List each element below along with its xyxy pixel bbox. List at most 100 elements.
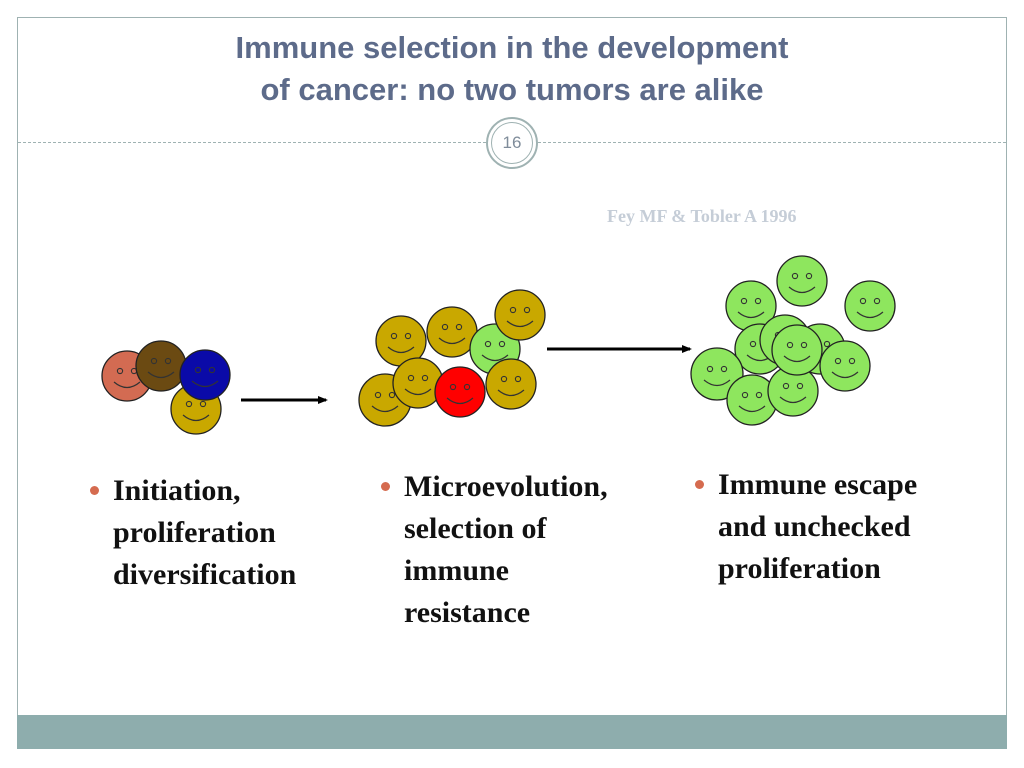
cell-eye <box>754 297 762 305</box>
cell-body <box>776 255 828 307</box>
cell-eye <box>848 357 856 365</box>
cell-smile <box>831 371 859 379</box>
cell-eye <box>390 332 398 340</box>
cell-smile <box>497 389 525 397</box>
smiley-cell-green <box>819 340 871 392</box>
smiley-cell-olive <box>426 306 478 358</box>
cell-eye <box>791 272 799 280</box>
smiley-cell-green <box>725 280 777 332</box>
bullet-text: Immune escape and unchecked proliferatio… <box>718 468 918 585</box>
bullet-dot <box>90 486 99 495</box>
cell-eye <box>150 357 158 365</box>
cell-eye <box>449 383 457 391</box>
cell-smile <box>446 397 474 405</box>
slide-title: Immune selection in the development of c… <box>17 27 1007 111</box>
cell-body <box>819 340 871 392</box>
cell-body <box>771 324 823 376</box>
cell-smile <box>481 354 509 362</box>
slide-number-badge: 16 <box>486 117 538 169</box>
cell-smile <box>703 379 731 387</box>
cell-eye <box>116 367 124 375</box>
smiley-cell-red <box>434 366 486 418</box>
cell-eye <box>800 341 808 349</box>
cell-eye <box>823 340 831 348</box>
cell-body <box>844 280 896 332</box>
cell-eye <box>407 374 415 382</box>
cell-eye <box>199 400 207 408</box>
slide-number: 16 <box>491 122 533 164</box>
bullet-initiation: Initiation, proliferation diversificatio… <box>90 470 296 596</box>
cell-eye <box>514 375 522 383</box>
cell-eye <box>463 383 471 391</box>
cell-eye <box>782 382 790 390</box>
bullet-microevolution: Microevolution, selection of immune resi… <box>381 466 608 634</box>
cell-eye <box>404 332 412 340</box>
bullet-text: Initiation, proliferation diversificatio… <box>113 474 297 591</box>
cell-eye <box>455 323 463 331</box>
cell-eye <box>441 323 449 331</box>
cell-smile <box>506 320 534 328</box>
bullet-escape: Immune escape and unchecked proliferatio… <box>695 464 917 590</box>
cell-eye <box>859 297 867 305</box>
cell-eye <box>786 341 794 349</box>
cell-eye <box>509 306 517 314</box>
cell-smile <box>737 311 765 319</box>
cell-eye <box>484 340 492 348</box>
cell-body <box>485 358 537 410</box>
cell-eye <box>388 391 396 399</box>
cell-eye <box>706 365 714 373</box>
cell-eye <box>755 391 763 399</box>
cell-eye <box>523 306 531 314</box>
cell-smile <box>387 346 415 354</box>
cell-smile <box>371 405 399 413</box>
cell-body <box>494 289 546 341</box>
footer-bar <box>17 715 1007 749</box>
cell-eye <box>498 340 506 348</box>
cell-eye <box>500 375 508 383</box>
cell-eye <box>873 297 881 305</box>
cell-group-escape <box>690 255 896 426</box>
smiley-cell-green <box>844 280 896 332</box>
cell-body <box>135 340 187 392</box>
cell-smile <box>783 355 811 363</box>
smiley-cell-green <box>726 374 778 426</box>
citation: Fey MF & Tobler A 1996 <box>607 206 797 226</box>
smiley-cell-olive <box>485 358 537 410</box>
smiley-cell-olive <box>392 357 444 409</box>
cell-smile <box>147 371 175 379</box>
bullet-dot <box>381 482 390 491</box>
cell-eye <box>421 374 429 382</box>
cell-smile <box>438 337 466 345</box>
smiley-cell-blue <box>179 349 231 401</box>
cell-eye <box>834 357 842 365</box>
cell-group-microevolution <box>358 289 546 427</box>
bullet-dot <box>695 480 704 489</box>
cell-eye <box>740 297 748 305</box>
cell-eye <box>805 272 813 280</box>
smiley-cell-green <box>776 255 828 307</box>
smiley-cell-brown <box>135 340 187 392</box>
title-line-2: of cancer: no two tumors are alike <box>260 72 764 107</box>
smiley-cell-green <box>771 324 823 376</box>
cell-eye <box>208 366 216 374</box>
smiley-cell-olive <box>494 289 546 341</box>
cell-eye <box>164 357 172 365</box>
bullet-text: Microevolution, selection of immune resi… <box>404 470 608 629</box>
cell-eye <box>185 400 193 408</box>
cell-body <box>179 349 231 401</box>
cell-smile <box>404 388 432 396</box>
cell-body <box>392 357 444 409</box>
cell-smile <box>779 396 807 404</box>
cell-eye <box>741 391 749 399</box>
cell-eye <box>194 366 202 374</box>
cell-smile <box>788 286 816 294</box>
title-line-1: Immune selection in the development <box>235 30 789 65</box>
cell-eye <box>720 365 728 373</box>
cell-group-initiation <box>101 340 231 435</box>
cell-smile <box>182 414 210 422</box>
cell-eye <box>374 391 382 399</box>
cell-smile <box>113 381 141 389</box>
smiley-cell-green <box>767 365 819 417</box>
cell-eye <box>796 382 804 390</box>
